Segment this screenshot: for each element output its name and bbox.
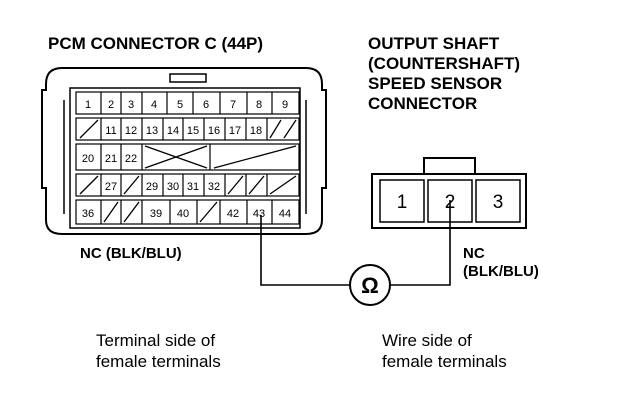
sensor-caption-line-1: Wire side of <box>382 331 472 350</box>
pcm-pin-label: 36 <box>82 208 94 220</box>
pcm-pin-label: 15 <box>187 125 199 137</box>
pcm-pin-grid <box>75 91 300 225</box>
pcm-pin-label: 1 <box>85 99 91 111</box>
pcm-pin-label: 14 <box>167 125 179 137</box>
pcm-caption-line-2: female terminals <box>96 352 221 371</box>
pcm-pin-label: 18 <box>250 125 262 137</box>
pcm-wire-label: NC (BLK/BLU) <box>80 245 182 262</box>
pcm-pin-label: 11 <box>105 125 116 137</box>
pcm-pin-label: 16 <box>208 125 220 137</box>
pcm-pin-label: 2 <box>108 99 114 111</box>
ohmmeter-symbol: Ω <box>361 273 379 298</box>
pcm-pin-label: 6 <box>203 99 209 111</box>
pcm-pin-label: 21 <box>105 153 117 165</box>
ohmmeter-icon <box>349 264 391 306</box>
sensor-pin-label: 3 <box>493 192 504 213</box>
pcm-pin-label: 9 <box>282 99 288 111</box>
pcm-pin-label: 12 <box>125 125 137 137</box>
pcm-pin-label: 8 <box>256 99 262 111</box>
pcm-pin-label: 32 <box>208 181 220 193</box>
pcm-pin-label: 40 <box>177 208 189 220</box>
sensor-caption-line-2: female terminals <box>382 352 507 371</box>
pcm-pin-label: 20 <box>82 153 94 165</box>
sensor-pin-label: 1 <box>397 192 408 213</box>
pcm-pin-label: 42 <box>227 208 239 220</box>
pcm-connector-title: PCM CONNECTOR C (44P) <box>48 34 263 53</box>
sensor-title-line-1: OUTPUT SHAFT <box>368 34 500 53</box>
pcm-pin-label: 7 <box>230 99 236 111</box>
pcm-pin-label: 4 <box>151 99 157 111</box>
pcm-pin-label: 44 <box>279 208 291 220</box>
pcm-pin-label: 3 <box>128 99 134 111</box>
sensor-wire-label-line-1: NC <box>463 245 485 262</box>
pcm-pin-label: 30 <box>167 181 179 193</box>
pcm-caption-line-1: Terminal side of <box>96 331 215 350</box>
test-wiring <box>260 200 451 286</box>
pcm-pin-label: 29 <box>146 181 158 193</box>
pcm-pin-label: 31 <box>187 181 199 193</box>
sensor-title-line-3: SPEED SENSOR <box>368 74 502 93</box>
sensor-wire-label-line-2: (BLK/BLU) <box>463 263 539 280</box>
pcm-connector-housing <box>41 67 327 235</box>
sensor-connector-housing <box>371 157 527 229</box>
pcm-pin-numbers: 1 2 3 4 5 6 7 8 9 11 12 13 14 15 16 17 1… <box>82 99 291 220</box>
pcm-pin-label: 22 <box>125 153 137 165</box>
pcm-pin-label: 27 <box>105 181 117 193</box>
pcm-pin-label: 43 <box>253 208 265 220</box>
pcm-pin-label: 39 <box>150 208 162 220</box>
pcm-pin-label: 5 <box>177 99 183 111</box>
pcm-empty-cavity-marks <box>79 119 297 223</box>
pcm-pin-label: 17 <box>229 125 241 137</box>
sensor-title-line-4: CONNECTOR <box>368 94 477 113</box>
sensor-title-line-2: (COUNTERSHAFT) <box>368 54 520 73</box>
pcm-pin-label: 13 <box>146 125 158 137</box>
